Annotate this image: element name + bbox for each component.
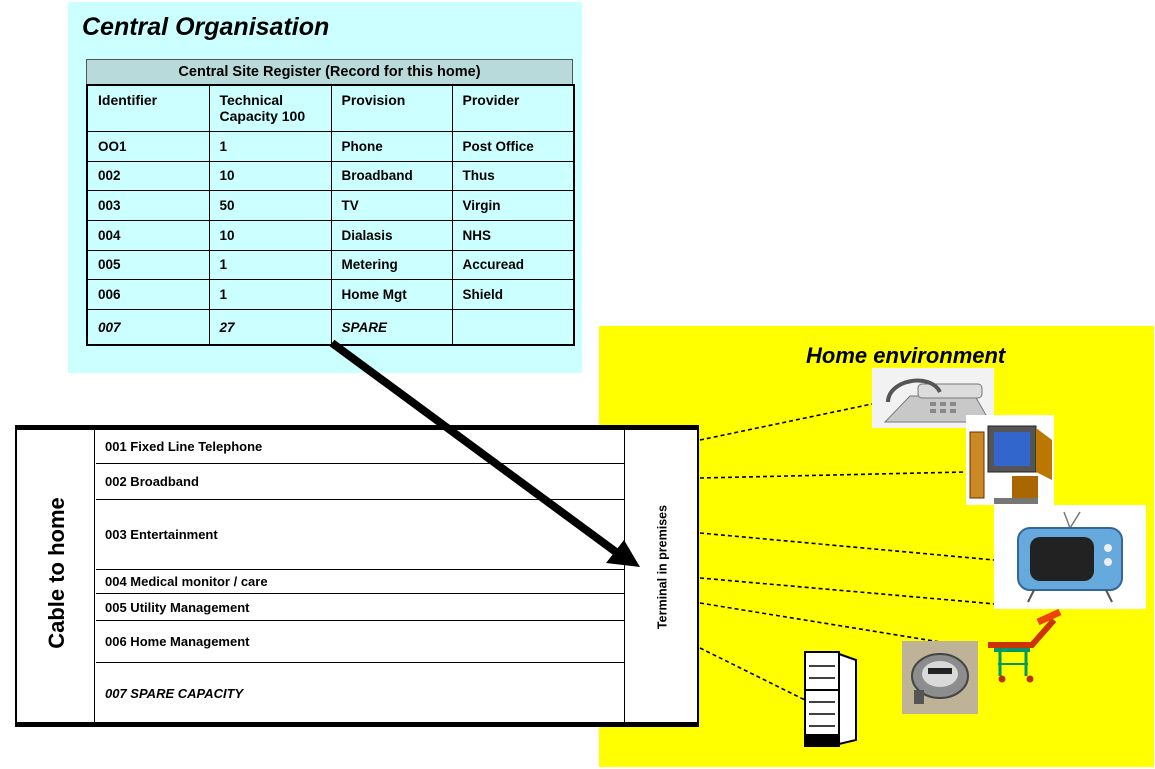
cell-capacity: 50 [208, 189, 332, 221]
cell-provider: Post Office [451, 130, 575, 162]
register-to-terminal-arrow [329, 339, 623, 559]
service-row: 001 Fixed Line Telephone [96, 430, 624, 464]
cell-provider [451, 309, 575, 346]
cell-identifier: 006 [86, 279, 210, 311]
refrigerator-icon [804, 651, 857, 747]
table-row: OO1 1 Phone Post Office [86, 130, 575, 162]
service-row: 003 Entertainment [96, 500, 624, 570]
terminal-box: Terminal in premises [624, 430, 700, 722]
cell-provision: Phone [330, 130, 453, 162]
central-organisation-panel: Central Organisation Central Site Regist… [68, 2, 582, 373]
header-provider: Provider [451, 84, 575, 132]
cell-provider: Accuread [451, 249, 575, 281]
table-row: 005 1 Metering Accuread [86, 249, 575, 281]
medical-trolley-icon [988, 608, 1062, 683]
meter-link [699, 602, 941, 643]
header-provision: Provision [330, 84, 453, 132]
cable-label-box: Cable to home [17, 430, 95, 722]
cell-provision: Home Mgt [330, 279, 453, 311]
medical-link [699, 577, 1019, 607]
cell-capacity: 10 [208, 219, 332, 251]
table-row: 004 10 Dialasis NHS [86, 219, 575, 251]
cell-capacity: 27 [208, 309, 332, 346]
cable-to-home: Cable to home 001 Fixed Line Telephone 0… [15, 425, 699, 727]
cell-provision: SPARE [330, 309, 453, 346]
cell-capacity: 10 [208, 160, 332, 191]
table-row: 006 1 Home Mgt Shield [86, 279, 575, 311]
service-row: 002 Broadband [96, 464, 624, 500]
fridge-link [699, 647, 806, 701]
utility-meter-icon [902, 641, 978, 714]
table-row: 007 27 SPARE [86, 309, 575, 346]
central-organisation-title: Central Organisation [82, 13, 330, 41]
service-row: 004 Medical monitor / care [96, 570, 624, 594]
cell-identifier: 007 [86, 309, 210, 346]
computer-link [699, 471, 966, 479]
cell-identifier: 004 [86, 219, 210, 251]
cell-identifier: OO1 [86, 130, 210, 162]
cell-provision: TV [330, 189, 453, 221]
cell-provider: Shield [451, 279, 575, 311]
service-row: 006 Home Management [96, 621, 624, 663]
cell-provider: Thus [451, 160, 575, 191]
service-row: 005 Utility Management [96, 594, 624, 621]
service-row: 007 SPARE CAPACITY [105, 685, 244, 701]
computer-icon [966, 415, 1054, 505]
telephone-icon [872, 368, 994, 428]
cell-identifier: 002 [86, 160, 210, 191]
table-row: 003 50 TV Virgin [86, 189, 575, 221]
telephone-link [699, 403, 873, 441]
cell-provision: Metering [330, 249, 453, 281]
television-icon [994, 505, 1146, 609]
register-table: Identifier Technical Capacity 100 Provis… [86, 84, 575, 346]
cell-capacity: 1 [208, 130, 332, 162]
cell-provider: NHS [451, 219, 575, 251]
home-environment-title: Home environment [806, 343, 1006, 368]
header-technical-capacity: Technical Capacity 100 [208, 84, 332, 132]
register-header-row: Identifier Technical Capacity 100 Provis… [86, 84, 575, 132]
arrow-head [606, 540, 640, 567]
television-link [699, 532, 995, 561]
